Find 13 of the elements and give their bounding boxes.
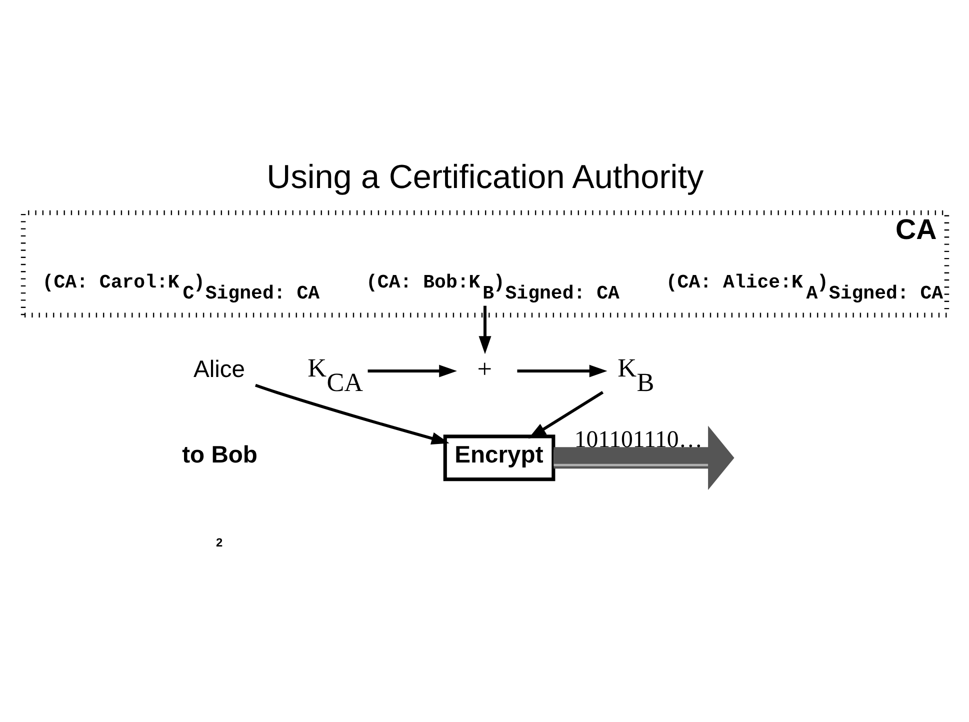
node-text: + (476, 354, 492, 384)
label: 2 (216, 535, 222, 550)
arrow (367, 364, 456, 377)
diagram-title: Using a Certification Authority (266, 158, 704, 196)
edge-label: 101101110… (574, 426, 702, 453)
arrow (528, 390, 604, 438)
arrow (516, 364, 607, 377)
node-text: Alice (192, 355, 245, 382)
label: to Bob (182, 441, 257, 468)
arrow (254, 383, 449, 444)
arrow (478, 305, 491, 354)
arrow (553, 425, 734, 490)
node-box: Encrypt (442, 434, 555, 481)
